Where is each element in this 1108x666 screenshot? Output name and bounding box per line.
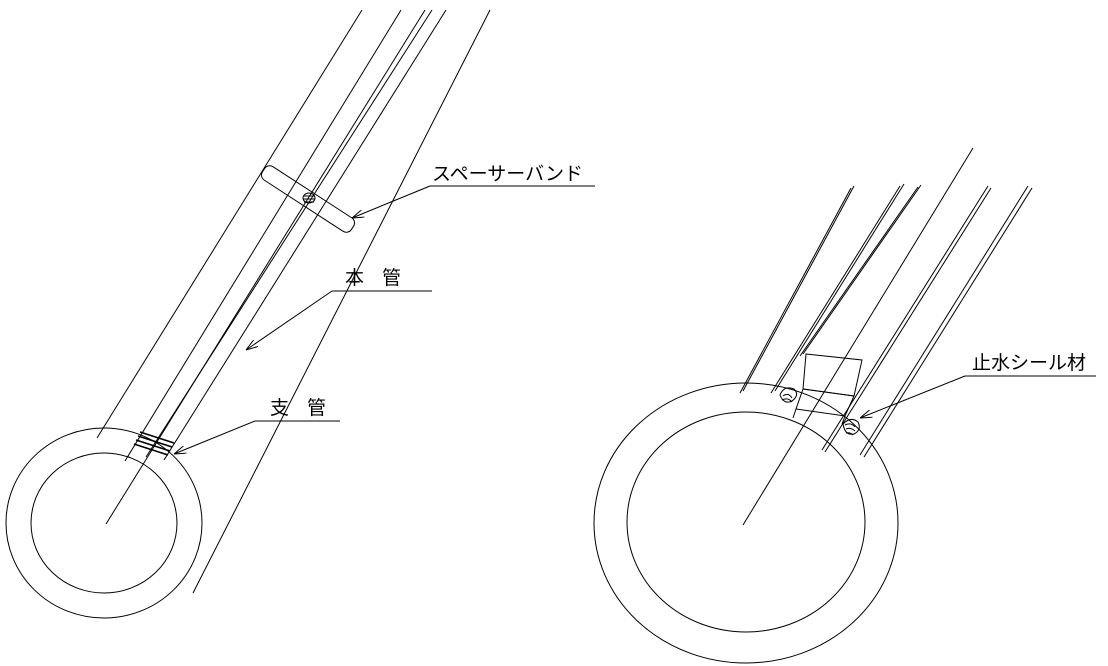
branch-fitting xyxy=(133,431,175,456)
left-pipe-ring xyxy=(5,427,203,619)
right-pipe-ring xyxy=(593,382,899,664)
left-figure: スペーサーバンド 本 管 支 管 xyxy=(5,9,595,619)
branch-pipe-callout: 支 管 xyxy=(174,397,340,454)
main-pipe-callout: 本 管 xyxy=(246,267,432,350)
waterproof-seal xyxy=(779,387,860,436)
spacer-band-callout: スペーサーバンド xyxy=(352,163,595,218)
waterproof-seal-label: 止水シール材 xyxy=(972,352,1086,374)
spacer-band xyxy=(260,165,356,233)
right-figure: 止水シール材 xyxy=(593,147,1096,664)
spacer-band-label: スペーサーバンド xyxy=(432,163,583,185)
waterproof-seal-callout: 止水シール材 xyxy=(860,352,1096,418)
branch-pipe-label: 支 管 xyxy=(270,397,332,419)
left-pipe-lines xyxy=(96,9,491,594)
coupling-box xyxy=(792,353,863,425)
main-pipe-label: 本 管 xyxy=(345,267,407,289)
